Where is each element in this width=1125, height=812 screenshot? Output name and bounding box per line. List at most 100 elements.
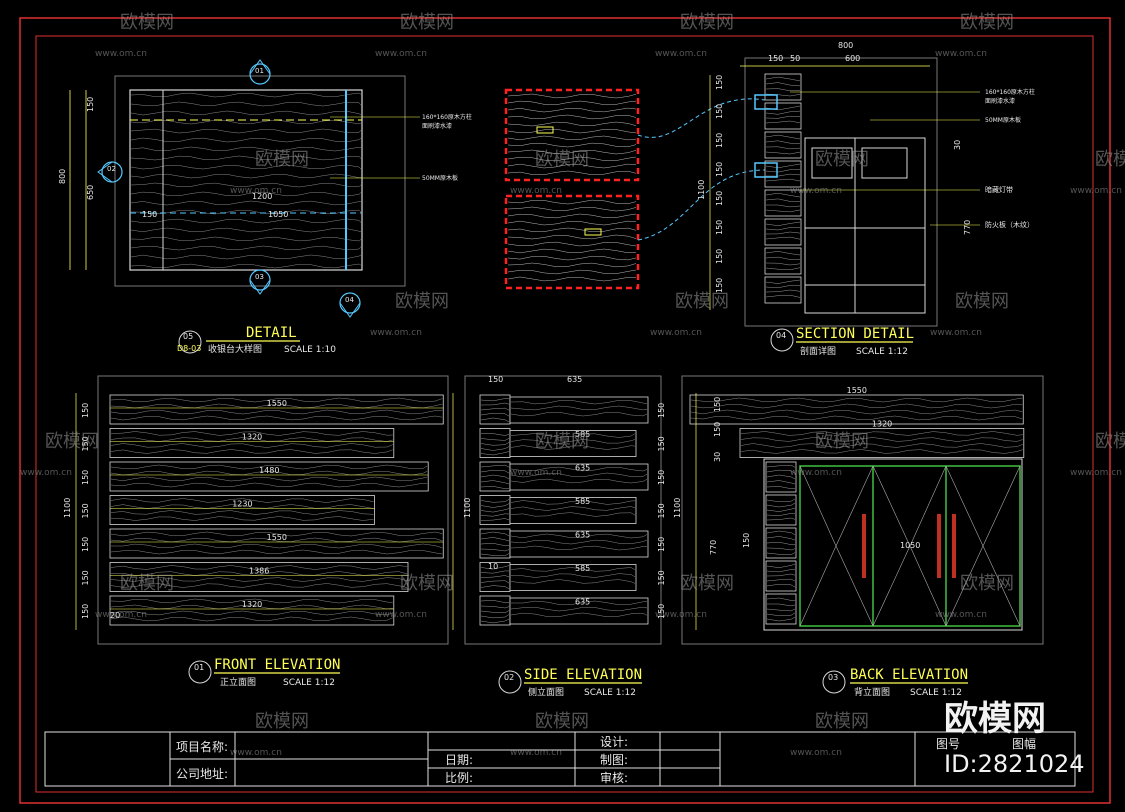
side-board-length: 635 [575,598,590,607]
side-row-dim: 150 [657,570,666,585]
front-edge: 20 [110,611,120,620]
project-name-label: 项目名称: [176,739,228,754]
side-board [509,530,649,558]
section-block [764,160,802,188]
front-row-dim: 150 [81,537,90,552]
draw-label: 制图: [600,753,628,767]
section-row-dim: 150 [715,162,724,177]
side-board [509,430,637,457]
side-board [509,597,649,625]
section-marker-01[interactable]: 01 [249,59,271,85]
section-row-dim: 150 [715,191,724,206]
site-watermark: www.om.cn [95,49,147,59]
site-watermark: www.om.cn [790,468,842,478]
section-marker-02[interactable]: 02 [97,161,123,183]
side-elevation-drawing[interactable]: 1100 150 635 10 585635585635585635150150… [452,375,666,698]
front-row-dim: 150 [81,436,90,451]
section-note-5: 防火板（木纹） [985,220,1034,229]
back-block [765,593,797,625]
detail-note-2: 面刷漆水漆 [422,122,452,130]
side-board-length: 635 [575,531,590,540]
side-row-dim: 150 [657,436,666,451]
section-note-1: 160*160原木方柱 [985,88,1035,96]
brand-watermark: 欧模网 [675,291,729,312]
brand-watermark: 欧模网 [120,12,174,33]
brand-watermark: 欧模网 [680,573,734,594]
section-dim-c: 600 [845,54,860,63]
front-height: 1100 [63,498,72,518]
side-row-dim: 150 [657,537,666,552]
detail-num: 05 [183,332,193,341]
detail-dim-w3: 150 [142,210,157,219]
side-board [509,497,637,524]
detail-dim-mid: 650 [86,185,95,200]
side-height: 1100 [463,498,472,518]
section-marker-04[interactable]: 04 [339,292,361,318]
front-board-length: 1480 [259,466,279,475]
section-block [764,218,802,246]
front-subtitle: 正立面图 [220,676,256,688]
section-dim-d: 30 [953,140,962,150]
drawing-no-label: 图号 [936,737,960,751]
section-note-4: 暗藏灯带 [985,185,1013,194]
brand-watermark: 欧模网 [680,12,734,33]
back-block [765,494,797,526]
side-board-length: 585 [575,564,590,573]
front-row-dim: 150 [81,403,90,418]
back-scale: SCALE 1:12 [910,688,962,698]
section-detail-drawing[interactable]: 800 150 50 600 1100 770 30 1501501501501… [697,41,1035,357]
date-label: 日期: [445,753,473,767]
ratio-label: 比例: [445,771,473,785]
front-title: FRONT ELEVATION [214,657,340,673]
brand-watermark: 欧模网 [815,149,869,170]
front-row-dim: 150 [81,570,90,585]
section-dim-top: 800 [838,41,853,50]
design-label: 设计: [600,735,628,749]
brand-watermark: 欧模网 [400,573,454,594]
inner-frame [35,35,1094,793]
back-subtitle: 背立面图 [854,686,890,698]
back-board [689,394,1024,425]
zoom-callouts [504,88,766,290]
brand-watermark: 欧模网 [395,291,449,312]
section-dim-a: 150 [768,54,783,63]
section-dim-b: 50 [790,54,800,63]
site-watermark: www.om.cn [375,49,427,59]
site-watermark: www.om.cn [790,748,842,758]
site-watermark: www.om.cn [790,186,842,196]
detail-dim-w1: 1200 [252,192,272,201]
front-board-length: 1230 [232,500,252,509]
brand-watermark: 欧模网 [815,431,869,452]
front-board-length: 1550 [267,399,287,408]
section-title: SECTION DETAIL [796,326,914,342]
company-address-label: 公司地址: [176,767,228,781]
site-watermark: www.om.cn [230,186,282,196]
detail-dim-total: 800 [58,169,67,184]
back-h2: 770 [709,540,718,555]
site-watermark: www.om.cn [510,186,562,196]
side-board-length: 585 [575,497,590,506]
back-left: 150 [742,533,751,548]
site-watermark: www.om.cn [375,610,427,620]
section-num: 04 [776,331,786,340]
side-scale: SCALE 1:12 [584,688,636,698]
section-row-dim: 150 [715,133,724,148]
front-scale: SCALE 1:12 [283,678,335,688]
brand-watermark: 欧模网 [815,711,869,732]
section-marker-03[interactable]: 03 [249,269,271,295]
front-board [109,394,444,425]
outer-frame [19,17,1111,804]
detail-drawing[interactable]: 800 150 650 1200 1050 150 160*160原木方柱 面刷… [58,59,472,355]
title-block [44,731,1076,787]
site-watermark: www.om.cn [650,328,702,338]
side-board [509,396,649,424]
side-top-a: 150 [488,375,503,384]
section-row-dim: 150 [715,220,724,235]
section-dim-h: 1100 [697,180,706,200]
section-block [764,247,802,275]
svg-text:02: 02 [107,165,116,173]
site-watermark: www.om.cn [655,610,707,620]
